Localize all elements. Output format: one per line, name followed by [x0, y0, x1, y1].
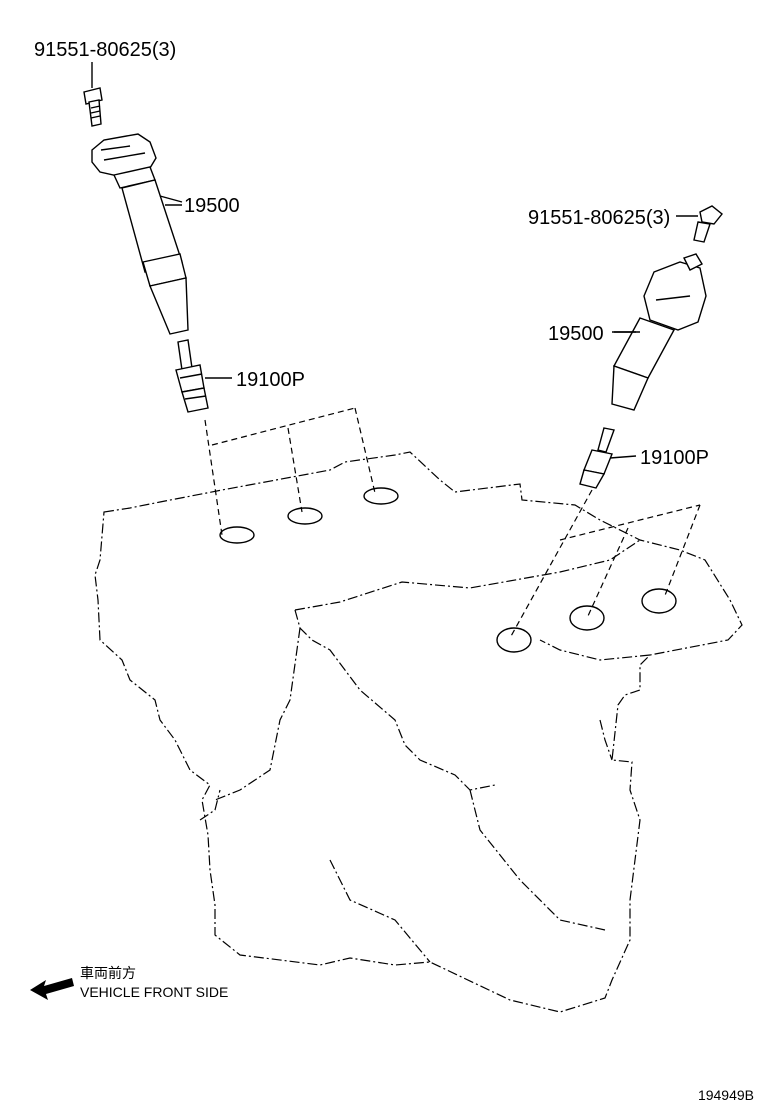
- part-number-bolt-left: 91551-80625(3): [34, 39, 176, 61]
- ignition-coil-left: [91, 133, 189, 335]
- part-number-coil-left: 19500: [184, 195, 240, 217]
- diagram-code: 194949B: [698, 1087, 754, 1103]
- plug-hole: [569, 605, 605, 631]
- spark-plug-right: [579, 427, 637, 489]
- plug-hole: [363, 487, 399, 505]
- plug-hole: [219, 526, 255, 544]
- legend-english: VEHICLE FRONT SIDE: [80, 984, 228, 1000]
- arrow-left-icon: [30, 978, 74, 1000]
- part-number-plug-left: 19100P: [236, 369, 305, 391]
- plug-hole: [496, 627, 532, 653]
- plug-hole: [287, 507, 323, 525]
- engine-block-outline: [94, 451, 743, 1013]
- part-number-bolt-right: 91551-80625(3): [528, 207, 670, 229]
- part-number-plug-right: 19100P: [640, 447, 709, 469]
- bolt-right: [676, 205, 723, 243]
- spark-plug-left: [175, 339, 232, 413]
- part-number-coil-right: 19500: [548, 323, 604, 345]
- alignment-lines: [204, 407, 701, 639]
- bolt-left: [83, 62, 103, 127]
- vehicle-front-legend: 車両前方 VEHICLE FRONT SIDE: [30, 965, 228, 1000]
- plug-hole: [641, 588, 677, 614]
- ignition-coil-right: [611, 253, 707, 411]
- legend-japanese: 車両前方: [80, 965, 136, 981]
